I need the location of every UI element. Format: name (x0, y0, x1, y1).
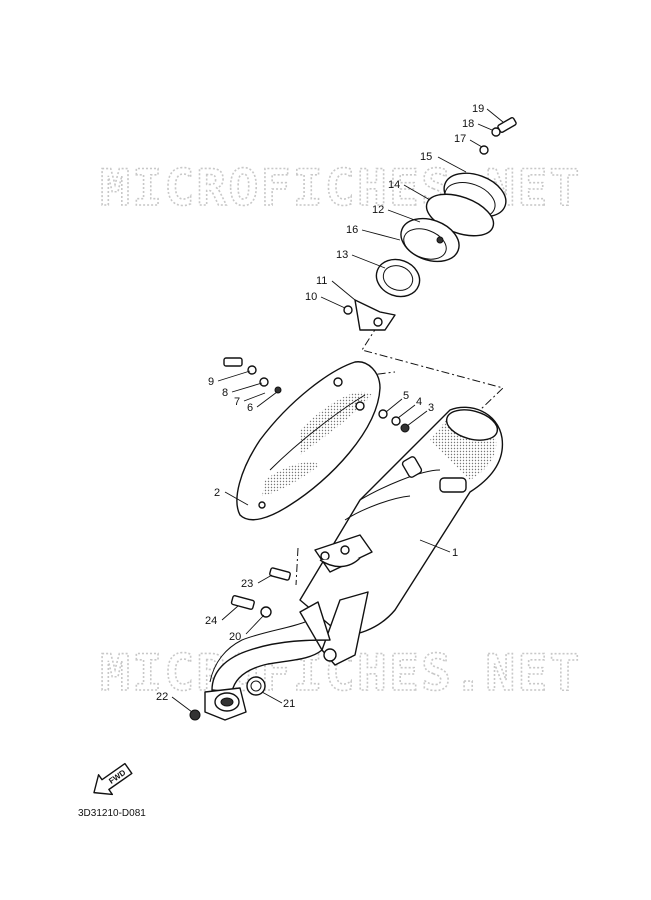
muffler-body (299, 406, 504, 666)
callout-17: 17 (454, 133, 466, 145)
callout-4: 4 (416, 396, 422, 408)
exhaust-pipe (204, 601, 331, 721)
callout-11: 11 (316, 275, 327, 287)
callout-12: 12 (372, 204, 384, 216)
callout-24: 24 (205, 615, 217, 627)
callout-labels: 19 18 17 15 14 12 16 13 11 10 9 8 7 6 5 … (156, 103, 484, 710)
callout-20: 20 (229, 631, 241, 643)
protector-bands (375, 172, 507, 298)
callout-10: 10 (305, 291, 317, 303)
callout-19: 19 (472, 103, 484, 115)
callout-2: 2 (214, 487, 220, 499)
hardware (189, 117, 517, 721)
callout-16: 16 (346, 224, 358, 236)
fwd-arrow-icon: FWD (93, 762, 133, 796)
callout-7: 7 (234, 396, 240, 408)
callout-8: 8 (222, 387, 228, 399)
callout-6: 6 (247, 402, 253, 414)
leader-lines (171, 108, 504, 713)
callout-23: 23 (241, 578, 253, 590)
watermark-top: MICROFICHES.NET (100, 159, 582, 217)
callout-22: 22 (156, 691, 168, 703)
callout-18: 18 (462, 118, 474, 130)
callout-15: 15 (420, 151, 432, 163)
diagram-code: 3D31210-D081 (78, 808, 146, 819)
callout-14: 14 (388, 179, 400, 191)
mount-bracket-upper (343, 299, 396, 331)
callout-21: 21 (283, 698, 295, 710)
heat-protector (236, 361, 381, 521)
callout-5: 5 (403, 390, 409, 402)
callout-13: 13 (336, 249, 348, 261)
callout-3: 3 (428, 402, 434, 414)
callout-1: 1 (452, 547, 458, 559)
callout-9: 9 (208, 376, 214, 388)
